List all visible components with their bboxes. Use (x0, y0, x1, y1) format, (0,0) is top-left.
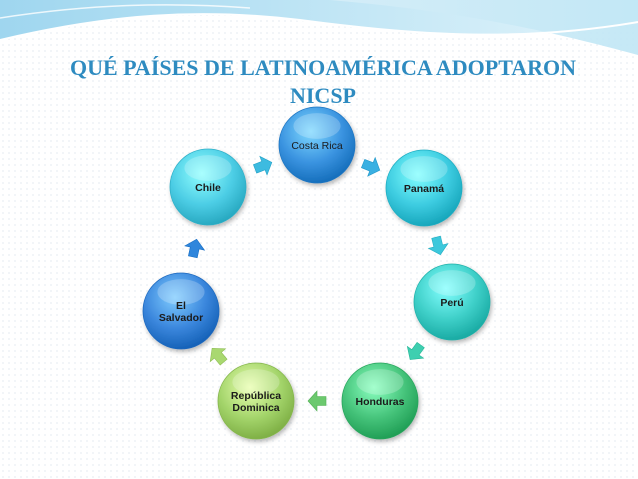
node-highlight (293, 113, 341, 139)
node-highlight (428, 270, 476, 296)
cycle-arrow (361, 156, 381, 177)
node-label: Perú (440, 297, 463, 309)
node-chile: Chile (169, 148, 247, 226)
node-highlight (232, 369, 280, 395)
node-circle (413, 263, 491, 341)
cycle-arrow (184, 238, 206, 259)
cycle-arrow (406, 341, 425, 360)
node-circle (142, 272, 220, 350)
node-label: República (231, 390, 281, 402)
node-label: Chile (195, 182, 221, 194)
node-label: Costa Rica (291, 140, 343, 152)
node-label: Panamá (404, 183, 444, 195)
node-highlight (184, 155, 232, 181)
node-highlight (356, 369, 404, 395)
cycle-arrow (253, 155, 273, 176)
node-highlight (157, 279, 205, 305)
node-circle (341, 362, 419, 440)
node-circle (217, 362, 295, 440)
node-costa-rica: Costa Rica (278, 106, 356, 184)
node-circle (385, 149, 463, 227)
node-honduras: Honduras (341, 362, 419, 440)
node-circle (169, 148, 247, 226)
node-label: El (176, 300, 186, 312)
node-peru: Perú (413, 263, 491, 341)
node-label: Dominica (232, 402, 279, 414)
node-panama: Panamá (385, 149, 463, 227)
node-highlight (400, 156, 448, 182)
node-label: Honduras (355, 396, 404, 408)
slide-title: QUÉ PAÍSES DE LATINOAMÉRICA ADOPTARON NI… (69, 55, 577, 108)
node-label: Salvador (159, 312, 203, 324)
node-circle (278, 106, 356, 184)
cycle-arrow (209, 348, 228, 366)
cycle-arrow (307, 390, 327, 412)
header-wave-decoration (0, 0, 638, 55)
cycle-arrow (427, 235, 449, 256)
